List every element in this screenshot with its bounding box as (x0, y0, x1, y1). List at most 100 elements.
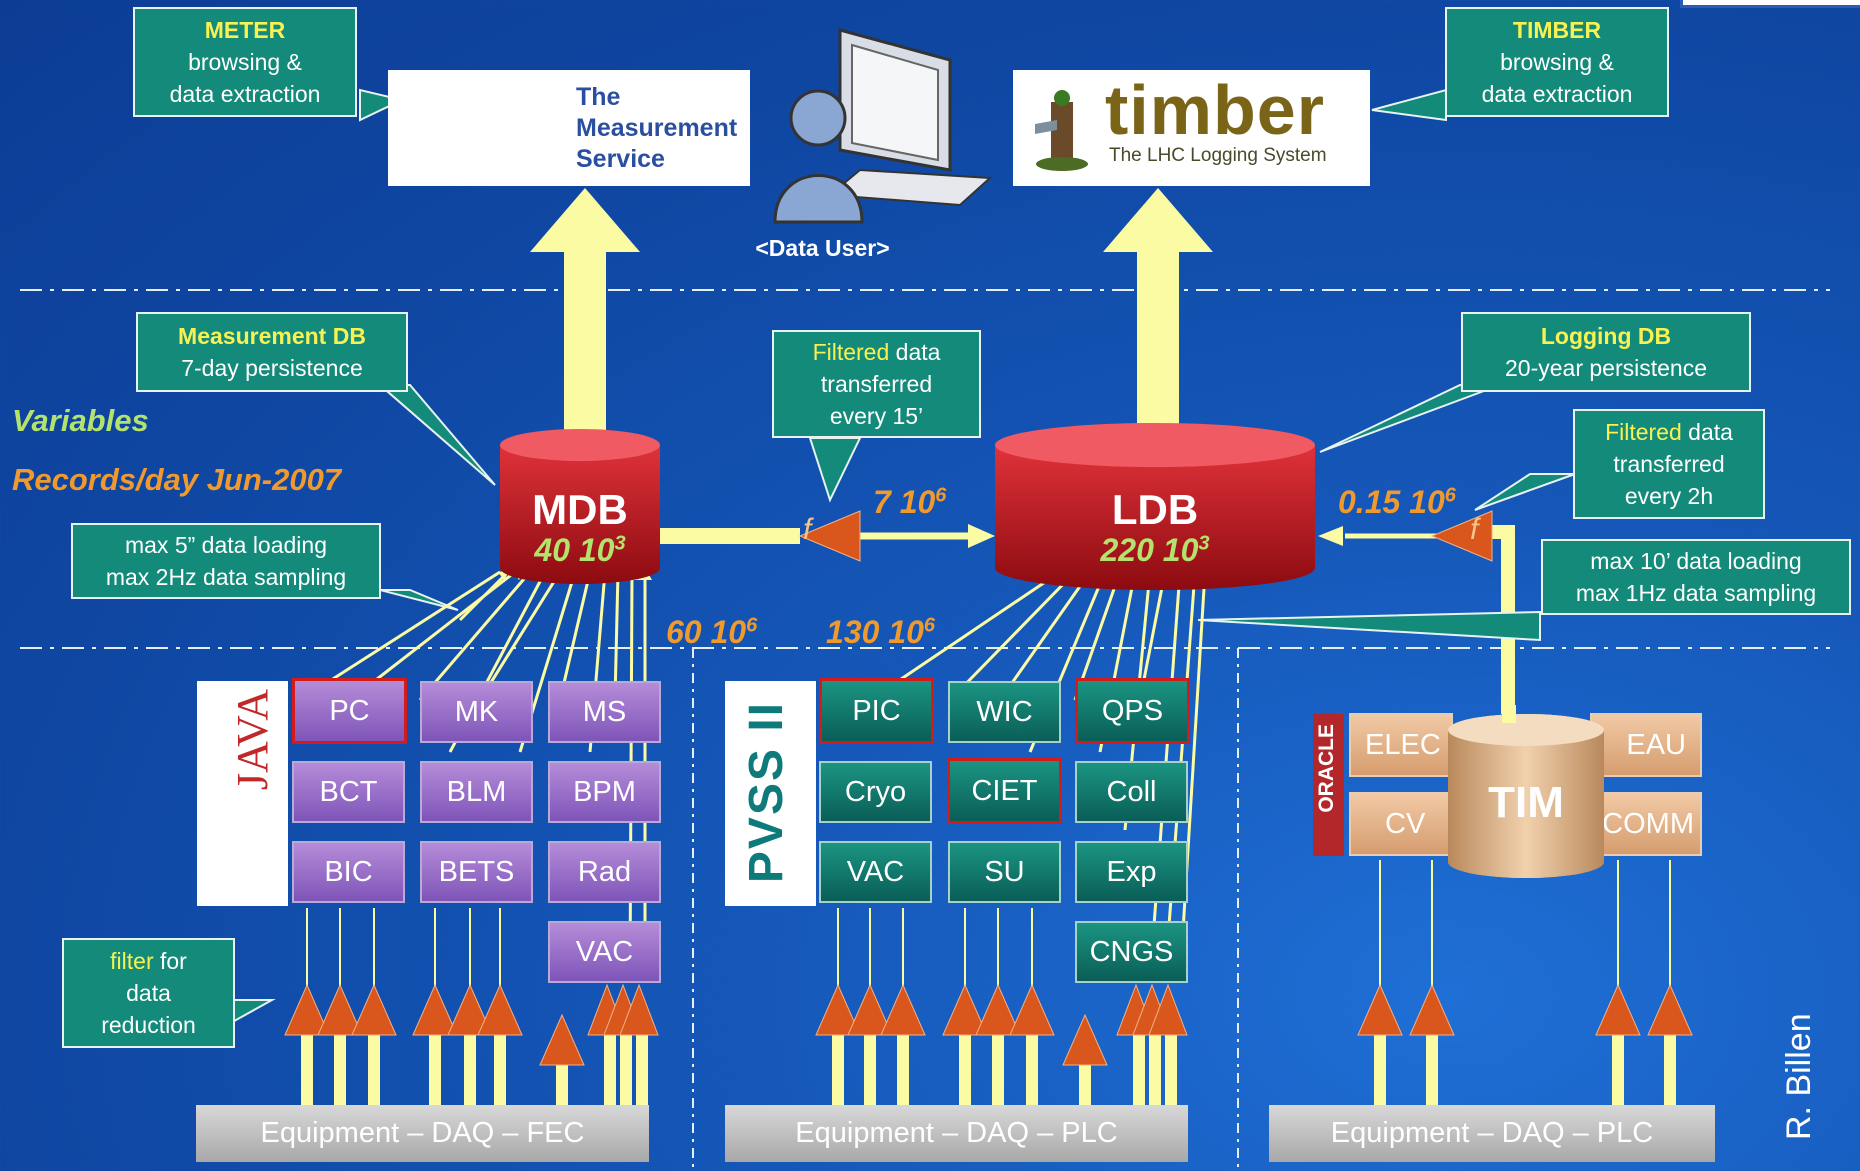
filter-reduction-callout: filter for data reduction (62, 938, 235, 1048)
variables-label: Variables (12, 403, 149, 438)
ldb-cylinder (995, 423, 1315, 590)
timber-callout: TIMBER browsing & data extraction (1445, 7, 1669, 117)
mdb-records-value: 40 10 (534, 532, 615, 568)
mdb-loading-line1: max 5” data loading (124, 532, 327, 558)
java-logo: JAVA (197, 681, 288, 906)
corner-logo (1680, 0, 1860, 8)
meter-line1: browsing & (188, 49, 302, 75)
filtered-2h-callout: Filtered data transferred every 2h (1573, 409, 1765, 519)
filter-reduction-line3: reduction (101, 1012, 196, 1038)
module-blm: BLM (420, 761, 533, 823)
ldb-records-value: 220 10 (1100, 532, 1199, 568)
mdb-loading-line2: max 2Hz data sampling (105, 564, 347, 590)
rate-60e6: 60 106 (666, 614, 757, 651)
rate-130e6-value: 130 10 (826, 614, 924, 650)
ldb-loading-line2: max 1Hz data sampling (1575, 580, 1817, 606)
timber-logo: timber The LHC Logging System (1013, 70, 1370, 186)
filtered-15-rest: data (889, 339, 941, 365)
filter-mdb-ldb-symbol: f (803, 513, 812, 546)
filtered-15-callout: Filtered data transferred every 15’ (772, 330, 981, 438)
module-ms: MS (548, 681, 661, 743)
logging-db-title: Logging DB (1540, 323, 1672, 349)
filtered-15-highlight: Filtered (812, 339, 890, 365)
rate-60e6-exp: 6 (746, 614, 758, 637)
rate-130e6: 130 106 (826, 614, 935, 651)
rate-130e6-exp: 6 (923, 614, 935, 637)
filtered-2h-line3: every 2h (1624, 483, 1714, 509)
tim-name-front: TIM (1488, 778, 1564, 827)
measurement-db-line1: 7-day persistence (181, 355, 363, 381)
filter-reduction-rest: for (153, 948, 187, 974)
pvss-logo-text: PVSS II (740, 701, 793, 884)
module-cv: CV (1349, 792, 1453, 856)
module-bct: BCT (292, 761, 405, 823)
rate-7e6-value: 7 10 (873, 484, 936, 520)
filtered-15-line2: transferred (820, 371, 933, 397)
ms-line1: The (576, 83, 621, 111)
module-qps: QPS (1075, 678, 1190, 744)
module-pic: PIC (819, 678, 934, 744)
filter-tim-ldb-symbol: f (1470, 513, 1479, 546)
module-ciet: CIET (947, 758, 1062, 824)
rate-015e6-exp: 6 (1444, 484, 1456, 507)
logging-db-callout: Logging DB 20-year persistence (1461, 312, 1751, 392)
meter-line2: data extraction (169, 81, 321, 107)
mdb-cylinder (500, 429, 660, 584)
oracle-logo: ORACLE (1313, 714, 1344, 856)
pvss-logo: PVSS II (725, 681, 816, 906)
module-eau: EAU (1590, 713, 1702, 777)
mdb-records-exp: 3 (614, 532, 626, 555)
module-bpm: BPM (548, 761, 661, 823)
java-logo-text: JAVA (228, 689, 277, 791)
ldb-records-exp: 3 (1198, 532, 1210, 555)
module-vac-pvss: VAC (819, 841, 932, 903)
filtered-15-line3: every 15’ (829, 403, 924, 429)
module-wic: WIC (948, 681, 1061, 743)
rate-015e6-value: 0.15 10 (1338, 484, 1445, 520)
module-elec: ELEC (1349, 713, 1453, 777)
mdb-loading-callout: max 5” data loading max 2Hz data samplin… (71, 523, 381, 599)
module-exp: Exp (1075, 841, 1188, 903)
module-cngs: CNGS (1075, 921, 1188, 983)
module-bets: BETS (420, 841, 533, 903)
timber-stump-icon (1035, 84, 1095, 172)
ldb-records: 220 103 (995, 532, 1315, 569)
rate-60e6-value: 60 10 (666, 614, 747, 650)
ldb-loading-line1: max 10’ data loading (1590, 548, 1802, 574)
tim-cylinder-front (1448, 705, 1604, 878)
module-su: SU (948, 841, 1061, 903)
author-label: R. Billen (1780, 1013, 1818, 1140)
ms-line3: Service (576, 145, 665, 173)
filter-reduction-highlight: filter (110, 948, 154, 974)
measurement-db-callout: Measurement DB 7-day persistence (136, 312, 408, 392)
rate-015e6: 0.15 106 (1338, 484, 1456, 521)
ldb-name: LDB (1111, 486, 1199, 533)
filter-reduction-line2: data (126, 980, 171, 1006)
measurement-db-title: Measurement DB (178, 323, 366, 349)
module-coll: Coll (1075, 761, 1188, 823)
measurement-service-text: The Measurement Service (576, 82, 737, 175)
data-user-icon (773, 28, 993, 224)
mdb-records: 40 103 (500, 532, 660, 569)
mdb-name: MDB (532, 486, 628, 533)
module-pc: PC (292, 678, 407, 744)
module-vac-java: VAC (548, 921, 661, 983)
measurement-service-logo: The Measurement Service (388, 70, 750, 186)
meter-title: METER (204, 17, 286, 43)
timber-line2: data extraction (1481, 81, 1633, 107)
records-label: Records/day Jun-2007 (12, 462, 342, 497)
equipment-fec: Equipment – DAQ – FEC (196, 1105, 649, 1162)
module-cryo: Cryo (819, 761, 932, 823)
module-rad: Rad (548, 841, 661, 903)
ms-line2: Measurement (576, 114, 738, 142)
filtered-2h-rest: data (1681, 419, 1733, 445)
filtered-2h-highlight: Filtered (1605, 419, 1682, 445)
module-comm: COMM (1590, 792, 1702, 856)
data-user-label: <Data User> (755, 235, 890, 261)
filtered-2h-line2: transferred (1613, 451, 1725, 477)
equipment-plc-1: Equipment – DAQ – PLC (725, 1105, 1188, 1162)
timber-line1: browsing & (1500, 49, 1614, 75)
rate-7e6: 7 106 (873, 484, 946, 521)
ldb-loading-callout: max 10’ data loading max 1Hz data sampli… (1541, 539, 1851, 615)
oracle-logo-text: ORACLE (1315, 724, 1338, 813)
